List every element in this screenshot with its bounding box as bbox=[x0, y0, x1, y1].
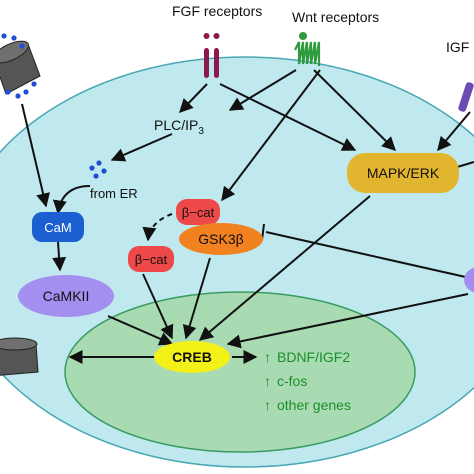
gsk3b-label: GSK3β bbox=[198, 231, 243, 247]
nucleus bbox=[64, 291, 416, 453]
from-er-label: from ER bbox=[90, 186, 138, 201]
igf-receptor bbox=[458, 82, 474, 112]
camkii-node bbox=[18, 275, 114, 317]
mapk-erk-box bbox=[347, 153, 459, 193]
beta-cat-left-label: β−cat bbox=[135, 252, 168, 267]
cam-box bbox=[32, 212, 84, 242]
beta-cat-left-box bbox=[128, 246, 174, 272]
cam-label: CaM bbox=[44, 220, 71, 235]
target-genes-list: ↑BDNF/IGF2 ↑c-fos ↑other genes bbox=[264, 349, 351, 413]
plc-ip3-label: PLC/IP3 bbox=[154, 117, 204, 137]
creb-label: CREB bbox=[172, 349, 212, 365]
wnt-receptor bbox=[294, 32, 321, 66]
target-c-fos: ↑c-fos bbox=[264, 373, 307, 389]
target-other-genes: ↑other genes bbox=[264, 397, 351, 413]
fgf-receptors-label: FGF receptors bbox=[172, 3, 262, 19]
calcium-ions-er bbox=[89, 160, 107, 179]
gsk3b-node bbox=[179, 223, 263, 255]
beta-cat-top-box bbox=[176, 199, 220, 225]
target-bdnf-igf2: ↑BDNF/IGF2 bbox=[264, 349, 350, 365]
beta-cat-top-label: β−cat bbox=[182, 205, 215, 220]
wnt-receptors-label: Wnt receptors bbox=[292, 9, 379, 25]
calcium-ions-top bbox=[1, 33, 37, 99]
right-edge-node bbox=[464, 267, 474, 293]
camkii-label: CaMKII bbox=[43, 288, 90, 304]
channel-bottom bbox=[0, 337, 39, 376]
creb-node bbox=[154, 341, 230, 373]
igf-label: IGF bbox=[446, 39, 469, 55]
fgf-receptor bbox=[203, 33, 220, 78]
mapk-erk-label: MAPK/ERK bbox=[367, 165, 440, 181]
